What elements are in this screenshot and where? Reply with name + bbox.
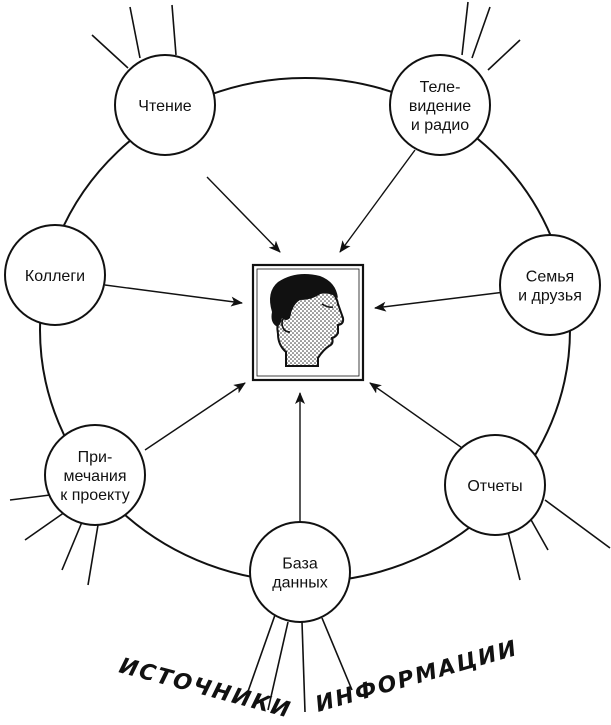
arrow-reports-to-center [369, 382, 466, 451]
ray-line [487, 39, 521, 71]
ray-line [129, 6, 141, 59]
node-circle [44, 424, 146, 526]
arrow-family-to-center [374, 291, 506, 312]
node-notes: При-мечания к проекту [44, 424, 146, 526]
node-label-line: мечания [63, 468, 126, 485]
ray-line [61, 521, 83, 571]
ray-line [544, 499, 611, 549]
node-colleagues: Коллеги [4, 224, 106, 326]
ray-line [171, 4, 177, 56]
node-circle [4, 224, 106, 326]
arrows [104, 149, 506, 522]
center-person-box [251, 263, 365, 382]
node-circle [499, 234, 601, 336]
arrow-notes-to-center [144, 382, 246, 451]
node-label-line: При- [78, 449, 113, 466]
node-circle [249, 521, 351, 623]
radiating-lines [9, 1, 611, 713]
ray-line [321, 617, 353, 691]
node-label-line: Чтение [138, 98, 191, 115]
node-family: Семья и друзья [499, 234, 601, 336]
node-circle [444, 434, 546, 536]
ray-line [91, 34, 129, 69]
ray-line [461, 1, 469, 56]
caption-word-1: ИСТОЧНИКИ [116, 654, 294, 724]
node-database: База данных [249, 521, 351, 623]
node-label-line: Теле- [420, 79, 461, 96]
arrow-colleagues-to-center [104, 284, 243, 307]
diagram-caption: ИСТОЧНИКИ ИНФОРМАЦИИ [116, 636, 521, 724]
ray-line [9, 494, 51, 501]
ray-line [507, 531, 521, 581]
ray-line [301, 621, 306, 713]
arrow-tv-to-center [339, 149, 416, 253]
node-label-line: данных [272, 575, 327, 592]
node-circle [389, 54, 491, 156]
node-label-line: и друзья [518, 288, 582, 305]
node-label-line: Отчеты [467, 478, 522, 495]
node-circle [114, 54, 216, 156]
node-label-line: и радио [411, 117, 469, 134]
node-label-line: к проекту [60, 487, 130, 504]
ray-line [24, 511, 66, 541]
arrow-reading-to-center [206, 176, 281, 253]
node-label-line: Семья [526, 269, 574, 286]
ray-line [529, 517, 549, 551]
caption-word-2: ИНФОРМАЦИИ [313, 636, 521, 718]
person-head-icon [270, 274, 345, 367]
node-reading: Чтение [114, 54, 216, 156]
node-label-line: База [282, 556, 318, 573]
ray-line [471, 6, 491, 59]
ray-line [87, 524, 99, 586]
node-label-line: Коллеги [25, 268, 85, 285]
node-reports: Отчеты [444, 434, 546, 536]
node-label-line: видение [409, 98, 471, 115]
ray-line [244, 614, 276, 701]
ray-line [267, 621, 289, 711]
node-tv: Теле-видение и радио [389, 54, 491, 156]
